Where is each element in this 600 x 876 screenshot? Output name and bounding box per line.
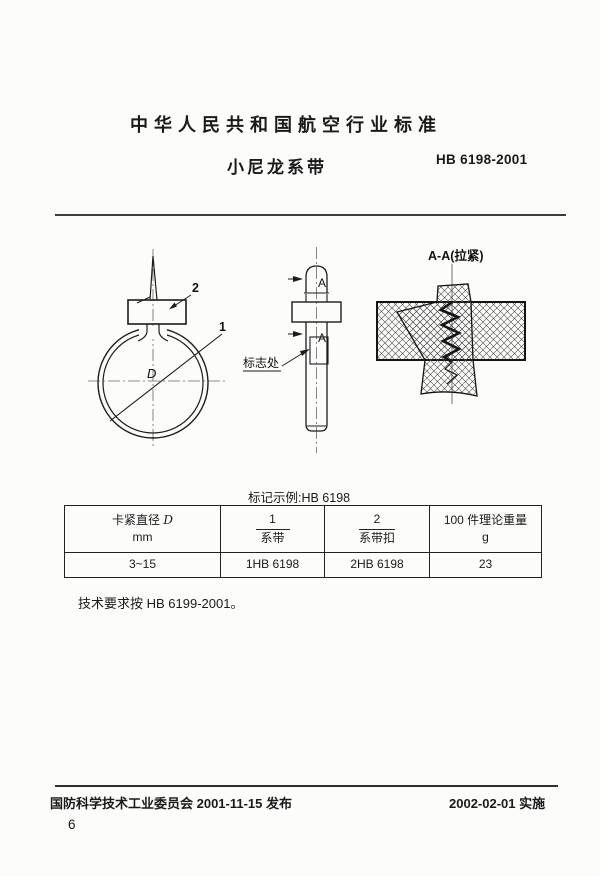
col1-unit: mm [132, 530, 153, 544]
col3-item-name: 系带扣 [358, 530, 395, 545]
col1-symbol: D [163, 512, 173, 527]
label-buckle: 2 [192, 281, 199, 295]
col3-item-no: 2 [358, 512, 395, 530]
label-marking-site: 标志处 [243, 356, 279, 370]
strap-body [305, 322, 328, 432]
marking-site-box [309, 336, 329, 365]
figure-side-view: A A 标志处 [243, 247, 342, 453]
cell-weight: 23 [429, 552, 542, 578]
strap-tip [305, 265, 328, 293]
col2-item-no: 1 [255, 512, 290, 530]
col2-item-name: 系带 [260, 530, 285, 545]
col-header-strap: 1 系带 [220, 505, 325, 553]
col1-name: 卡紧直径 [112, 512, 161, 527]
cell-strap-code: 1HB 6198 [220, 552, 325, 578]
strap-tail [149, 255, 158, 301]
page-title: 中华人民共和国航空行业标准 [130, 115, 442, 135]
footer-rule [55, 785, 558, 787]
doc-subtitle: 小尼龙系带 [227, 158, 327, 177]
buckle-front [127, 299, 187, 325]
table-row: 3~15 1HB 6198 2HB 6198 23 [64, 552, 542, 578]
footer-implement-text: 2002-02-01 实施 [449, 796, 546, 811]
standard-number: HB 6198-2001 [436, 152, 528, 167]
figure-section-view: A-A(拉紧) [376, 248, 526, 404]
teeth-zigzag [438, 300, 462, 364]
figure-front-view: D 1 2 [88, 249, 227, 449]
col-header-weight: 100 件理论重量 g [429, 505, 542, 553]
spec-table: 卡紧直径 D mm 1 系带 2 系带扣 1 [64, 505, 542, 578]
marking-example: 标记示例:HB 6198 [248, 491, 351, 505]
col-header-diameter: 卡紧直径 D mm [64, 505, 221, 553]
section-view-title: A-A(拉紧) [428, 248, 484, 263]
label-ring: 1 [219, 320, 226, 334]
table-header-row: 卡紧直径 D mm 1 系带 2 系带扣 1 [64, 505, 542, 553]
marking-leader-arrow [300, 349, 310, 356]
tech-note: 技术要求按 HB 6199-2001。 [78, 596, 244, 611]
cell-buckle-code: 2HB 6198 [324, 552, 430, 578]
page-number: 6 [68, 817, 76, 832]
col-header-buckle: 2 系带扣 [324, 505, 430, 553]
col4-unit: g [482, 530, 489, 544]
technical-drawings: D 1 2 A A 标志处 A-A(拉紧) [88, 247, 526, 453]
strap-through-panel [396, 283, 478, 397]
header-rule [55, 214, 566, 216]
buckle-side [291, 301, 342, 323]
label-section-a-mid: A [318, 331, 326, 345]
section-arrow-top [293, 276, 303, 282]
label-section-a-top: A [318, 276, 326, 290]
cell-diameter-range: 3~15 [64, 552, 221, 578]
col4-name: 100 件理论重量 [443, 512, 528, 527]
label-diameter: D [147, 366, 156, 381]
diameter-line [109, 333, 223, 422]
leader-arrow [169, 302, 177, 310]
footer-issue-text: 国防科学技术工业委员会 2001-11-15 发布 [50, 796, 293, 811]
section-arrow-mid [293, 331, 303, 337]
